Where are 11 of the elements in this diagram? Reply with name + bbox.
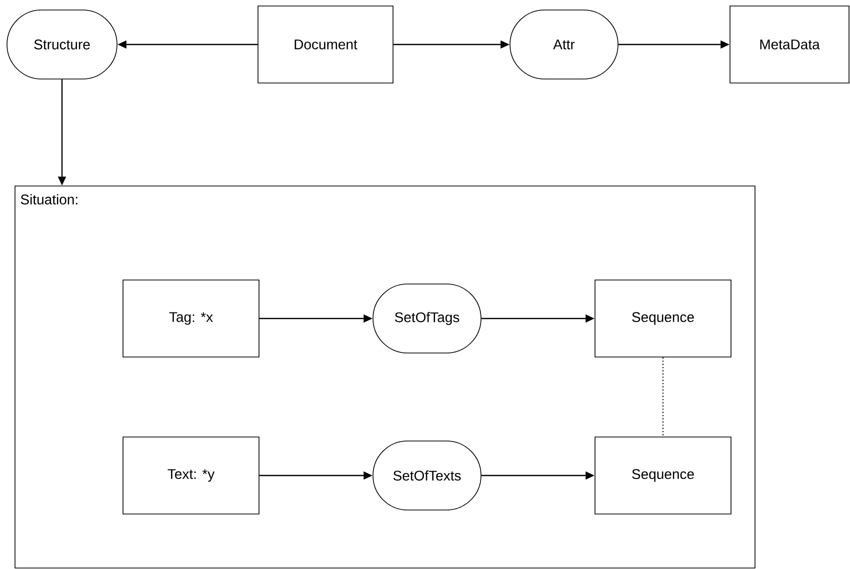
process-box: Text: *y [122, 436, 260, 514]
process-box: Sequence [594, 436, 732, 514]
rounded-box: SetOfTexts [372, 440, 482, 510]
process-box: Tag: *x [122, 280, 260, 358]
rounded-box: Attr [510, 10, 618, 80]
process-box: Sequence [594, 280, 732, 358]
process-box: MetaData [730, 6, 850, 84]
process-box: Document [258, 6, 394, 84]
rounded-box: Structure [6, 10, 118, 80]
dotted-line [662, 356, 664, 438]
rounded-box: SetOfTags [372, 284, 482, 354]
